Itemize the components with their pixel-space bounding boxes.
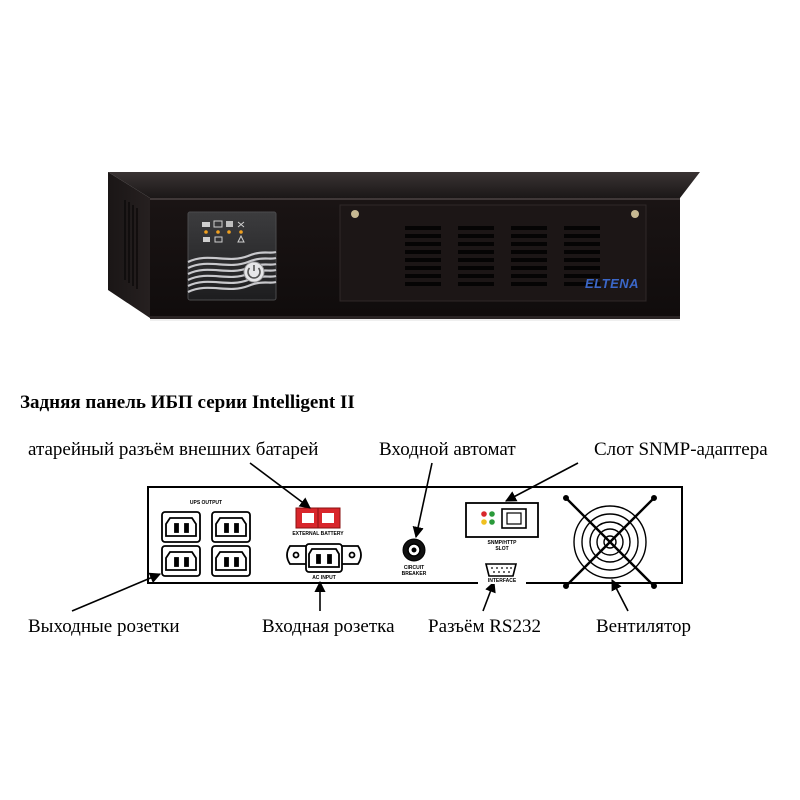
output-socket-group bbox=[161, 511, 251, 577]
arrow-rs232 bbox=[482, 580, 496, 612]
brand-logo: ELTENA bbox=[585, 276, 640, 291]
arrow-input-breaker bbox=[412, 462, 433, 539]
arrow-fan bbox=[611, 579, 629, 612]
arrow-battery-connector bbox=[249, 462, 311, 509]
arrow-output-sockets bbox=[71, 572, 162, 612]
circuit-breaker bbox=[402, 538, 426, 562]
label-input-socket: Входная розетка bbox=[262, 616, 395, 637]
led-indicator bbox=[239, 230, 243, 234]
label-output-sockets: Выходные розетки bbox=[28, 616, 180, 637]
circuit-breaker-marking-1: CIRCUIT bbox=[403, 565, 425, 571]
ups-side-vents bbox=[124, 200, 138, 289]
rs232-port bbox=[484, 563, 518, 577]
interface-marking: INTERFACE bbox=[478, 578, 526, 584]
ac-input-marking: AC INPUT bbox=[300, 575, 348, 581]
circuit-breaker-marking-2: BREAKER bbox=[401, 571, 427, 577]
label-battery-connector: атарейный разъём внешних батарей bbox=[28, 439, 319, 460]
cover-screw bbox=[631, 210, 639, 218]
status-led-icons bbox=[202, 220, 245, 243]
front-vent-grille bbox=[405, 226, 600, 286]
label-rs232: Разъём RS232 bbox=[428, 616, 541, 637]
ups-front-photo bbox=[108, 172, 700, 321]
ups-output-marking: UPS OUTPUT bbox=[189, 500, 223, 506]
output-socket bbox=[211, 545, 251, 577]
external-battery-connector bbox=[295, 507, 341, 529]
cover-screw bbox=[351, 210, 359, 218]
led-indicator bbox=[216, 230, 220, 234]
output-socket bbox=[161, 545, 201, 577]
fan-guard-icon bbox=[563, 495, 657, 589]
ups-top-surface bbox=[108, 172, 700, 198]
snmp-slot-marking-2: SLOT bbox=[495, 546, 509, 552]
label-snmp-slot: Слот SNMP-адаптера bbox=[594, 439, 768, 460]
power-icon bbox=[243, 261, 265, 283]
external-battery-marking: EXTERNAL BATTERY bbox=[292, 531, 344, 537]
ac-input-socket bbox=[286, 543, 362, 573]
arrow-snmp-slot bbox=[505, 462, 579, 502]
led-indicator bbox=[204, 230, 208, 234]
snmp-slot bbox=[465, 502, 539, 538]
output-socket bbox=[161, 511, 201, 543]
label-input-breaker: Входной автомат bbox=[379, 439, 516, 460]
section-title: Задняя панель ИБП серии Intelligent II bbox=[20, 392, 355, 413]
snmp-slot-marking-1: SNMP/HTTP bbox=[487, 540, 517, 546]
rj45-port bbox=[501, 508, 527, 529]
callout-arrows bbox=[71, 462, 629, 612]
output-socket bbox=[211, 511, 251, 543]
label-fan: Вентилятор bbox=[596, 616, 692, 637]
led-indicator bbox=[227, 230, 231, 234]
